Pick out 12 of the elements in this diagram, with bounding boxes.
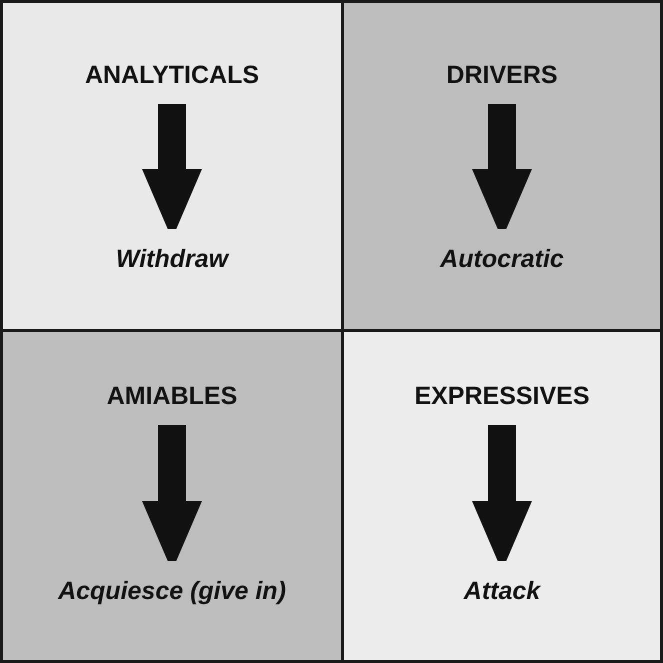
- quadrant-panel: [341, 0, 663, 332]
- quadrant-panel: [0, 329, 344, 663]
- behavior-label: Autocratic: [440, 245, 564, 274]
- behavior-label: Attack: [464, 577, 540, 606]
- behavior-label: Withdraw: [116, 245, 228, 274]
- quadrant-panel: [0, 0, 344, 332]
- behavior-label: Acquiesce (give in): [58, 577, 286, 606]
- style-heading: EXPRESSIVES: [414, 382, 590, 411]
- style-heading: DRIVERS: [446, 61, 558, 90]
- style-heading: ANALYTICALS: [84, 61, 260, 90]
- quadrant-panel: [341, 329, 663, 663]
- style-heading: AMIABLES: [106, 382, 238, 411]
